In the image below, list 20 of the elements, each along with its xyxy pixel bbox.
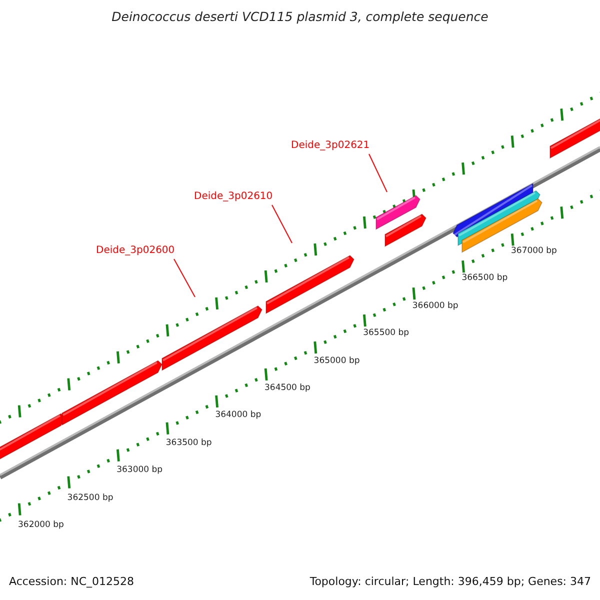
title: Deinococcus deserti VCD115 plasmid 3, complete sequence (110, 9, 490, 24)
gene-label: Deide_3p02600 (96, 245, 175, 256)
scale-label: 364500 bp (264, 383, 310, 393)
scale-label: 367000 bp (511, 246, 557, 256)
scale-label: 366000 bp (412, 300, 458, 311)
scale-label: 362000 bp (18, 520, 64, 530)
scale-label: 366500 bp (462, 273, 508, 284)
scale-label: 364000 bp (215, 410, 262, 420)
scale-label: 362500 bp (67, 492, 114, 503)
scale-label: 363500 bp (166, 438, 212, 448)
accession-text: Accession: NC_012528 (9, 575, 134, 588)
sequence-info-text: Topology: circular; Length: 396,459 bp; Genes: 347 (310, 575, 591, 588)
scale-label: 365000 bp (314, 356, 360, 366)
gene-label: Deide_3p02610 (194, 191, 273, 202)
leader-line (174, 258, 196, 298)
scale-label: 365500 bp (363, 328, 410, 338)
scale-label: 363000 bp (116, 465, 163, 476)
leader-line (272, 204, 292, 244)
gene-label: Deide_3p02621 (291, 140, 370, 151)
leader-line (368, 154, 388, 192)
